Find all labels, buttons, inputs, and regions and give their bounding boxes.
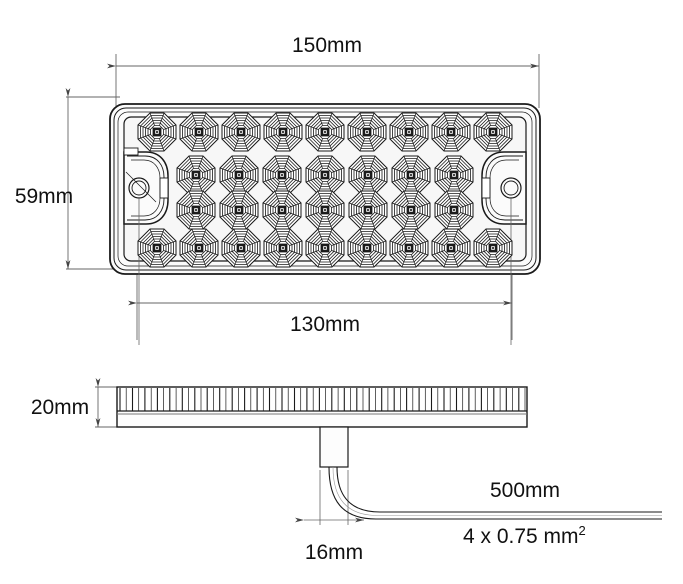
grommet-body [319,426,349,468]
led-r4-c3 [221,228,261,268]
cable-edge-bottom [336,466,662,513]
led-r2-c4 [305,155,345,195]
led-r4-c9 [473,228,513,268]
led-r2-c6 [391,155,431,195]
bracket-slot-right [481,177,491,199]
cable-grommet [319,426,349,468]
led-r3-c4 [305,190,345,230]
led-r2-c1 [176,155,216,195]
led-r3-c1 [176,190,216,230]
dim-label-cable-spec: 4 x 0.75 mm2 [463,523,586,548]
dim-overall-height: 59mm [15,88,73,269]
cable-edge-top [328,466,662,520]
led-r3-c3 [262,190,302,230]
dim-label-cable-length: 500mm [490,479,560,502]
mounting-bracket-left [123,147,169,345]
led-r1-c9 [473,112,513,152]
led-r3-c6 [391,190,431,230]
lens-ribs [119,388,526,411]
dim-overall-width: 150mm [107,34,539,69]
led-r1-c6 [347,112,387,152]
side-view: 20mm 16mm 500mm 4 x [31,378,662,564]
housing-inner-outline [113,107,537,271]
bracket-tab-left [123,147,139,156]
led-r4-c6 [347,228,387,268]
led-r4-c4 [263,228,303,268]
lens-rib-band [118,388,526,411]
led-r1-c2 [179,112,219,152]
led-r3-c7 [434,190,474,230]
led-r4-c5 [305,228,345,268]
bracket-slot-left [159,177,169,199]
mounting-bracket-right [481,151,527,345]
led-r1-c8 [431,112,471,152]
cable-spec-base: 4 x 0.75 mm [463,525,579,548]
led-r2-c2 [219,155,259,195]
mounting-hole-right-inner [503,180,519,196]
led-r1-c5 [305,112,345,152]
dim-label-grommet-width: 16mm [305,541,363,564]
side-body [116,386,528,428]
cable [328,466,662,520]
led-r3-c2 [219,190,259,230]
led-r4-c1 [137,228,177,268]
led-r2-c3 [262,155,302,195]
led-r4-c8 [431,228,471,268]
led-r2-c5 [348,155,388,195]
dim-label-lens-width: 130mm [290,313,360,336]
dim-depth: 20mm [31,378,120,428]
mounting-hole-left-inner [131,180,147,196]
hole-centerline-left [125,171,157,203]
dim-label-overall-height: 59mm [15,185,73,208]
led-r1-c1 [137,112,177,152]
dim-label-depth: 20mm [31,396,89,419]
led-r1-c3 [221,112,261,152]
led-r2-c7 [434,155,474,195]
led-r1-c4 [263,112,303,152]
led-r4-c7 [389,228,429,268]
led-r1-c7 [389,112,429,152]
extension-lines [66,54,540,340]
cable-spec-superscript: 2 [579,523,586,538]
led-r3-c5 [348,190,388,230]
top-view: 150mm 59mm 130mm [15,34,541,345]
led-r4-c2 [179,228,219,268]
cable-centerline [332,466,662,516]
dim-lens-width: 130mm [128,300,512,336]
dim-label-overall-width: 150mm [292,34,362,57]
led-array [137,112,513,268]
dim-grommet-width: 16mm [295,470,364,564]
